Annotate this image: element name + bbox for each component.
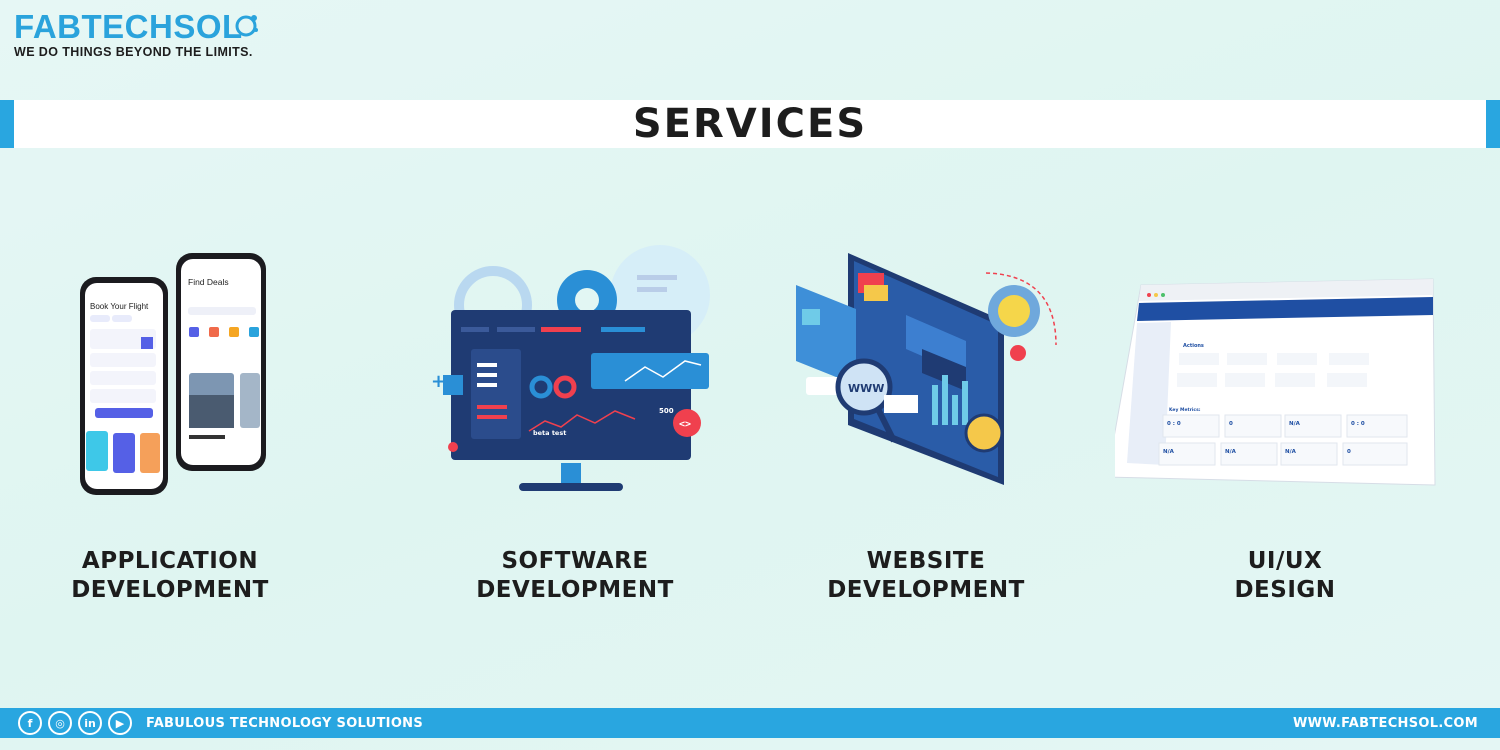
service-label-line1: APPLICATION [81,548,259,574]
logo-name: FABTECHSOL [14,8,243,45]
service-label-line1: WEBSITE [866,548,986,574]
instagram-icon[interactable]: ◎ [48,711,72,735]
social-links: f ◎ in ▶ [18,711,132,735]
service-label-line2: DEVELOPMENT [71,577,269,603]
website-illustration: WWW [756,245,1096,505]
service-label: UI/UX DESIGN [1115,547,1455,605]
dashboard-section-metrics: Key Metrics: [1169,407,1201,413]
svg-text:+: + [431,371,446,392]
service-application-development[interactable]: Find Deals Book Your Flight [0,245,340,603]
header-right-accent [1486,100,1500,148]
mobile-app-illustration: Find Deals Book Your Flight [0,245,340,505]
logo-mark-icon [235,15,258,37]
software-value-label: 500 [659,407,674,415]
website-link[interactable]: WWW.FABTECHSOL.COM [1293,715,1478,731]
app-screen2-title: Find Deals [188,277,229,287]
svg-text:<>: <> [679,419,691,430]
dashboard-illustration: Actions Key Metrics: 0 : 0 0 N/A 0 : 0 [1106,245,1455,505]
metric-value: 0 [1347,449,1351,455]
metric-value: N/A [1289,421,1301,427]
footer-brand: FABULOUS TECHNOLOGY SOLUTIONS [146,715,424,731]
company-logo: FABTECHSOL WE DO THINGS BEYOND THE LIMIT… [14,10,274,60]
website-www-label: WWW [848,382,884,395]
service-label: SOFTWARE DEVELOPMENT [405,547,745,605]
facebook-icon[interactable]: f [18,711,42,735]
header-left-accent [0,100,14,148]
metric-value: N/A [1225,449,1237,455]
software-monitor-illustration: 500 beta test <> + [405,245,745,505]
service-label: WEBSITE DEVELOPMENT [756,547,1096,605]
app-screen1-title: Book Your Flight [90,302,149,311]
youtube-icon[interactable]: ▶ [108,711,132,735]
dashboard-section-actions: Actions [1183,343,1204,349]
logo-tagline: WE DO THINGS BEYOND THE LIMITS. [14,45,253,59]
software-beta-label: beta test [533,429,566,437]
service-ui-ux-design[interactable]: Actions Key Metrics: 0 : 0 0 N/A 0 : 0 [1106,245,1455,603]
service-website-development[interactable]: WWW WEBSITE DEVELOPMENT [756,245,1096,603]
service-label: APPLICATION DEVELOPMENT [0,547,340,605]
metric-value: N/A [1163,449,1175,455]
service-label-line2: DEVELOPMENT [827,577,1025,603]
metric-value: 0 [1229,421,1233,427]
linkedin-icon[interactable]: in [78,711,102,735]
service-label-line2: DESIGN [1234,577,1336,603]
page-title: SERVICES [632,101,868,147]
footer-bar: f ◎ in ▶ FABULOUS TECHNOLOGY SOLUTIONS W… [0,708,1500,738]
metric-value: 0 : 0 [1167,421,1181,427]
service-label-line1: SOFTWARE [501,548,649,574]
service-label-line2: DEVELOPMENT [476,577,674,603]
service-software-development[interactable]: 500 beta test <> + SOFTWARE DEVELOPMENT [405,245,745,603]
service-label-line1: UI/UX [1247,548,1323,574]
metric-value: N/A [1285,449,1297,455]
services-header: SERVICES [0,100,1500,148]
metric-value: 0 : 0 [1351,421,1365,427]
